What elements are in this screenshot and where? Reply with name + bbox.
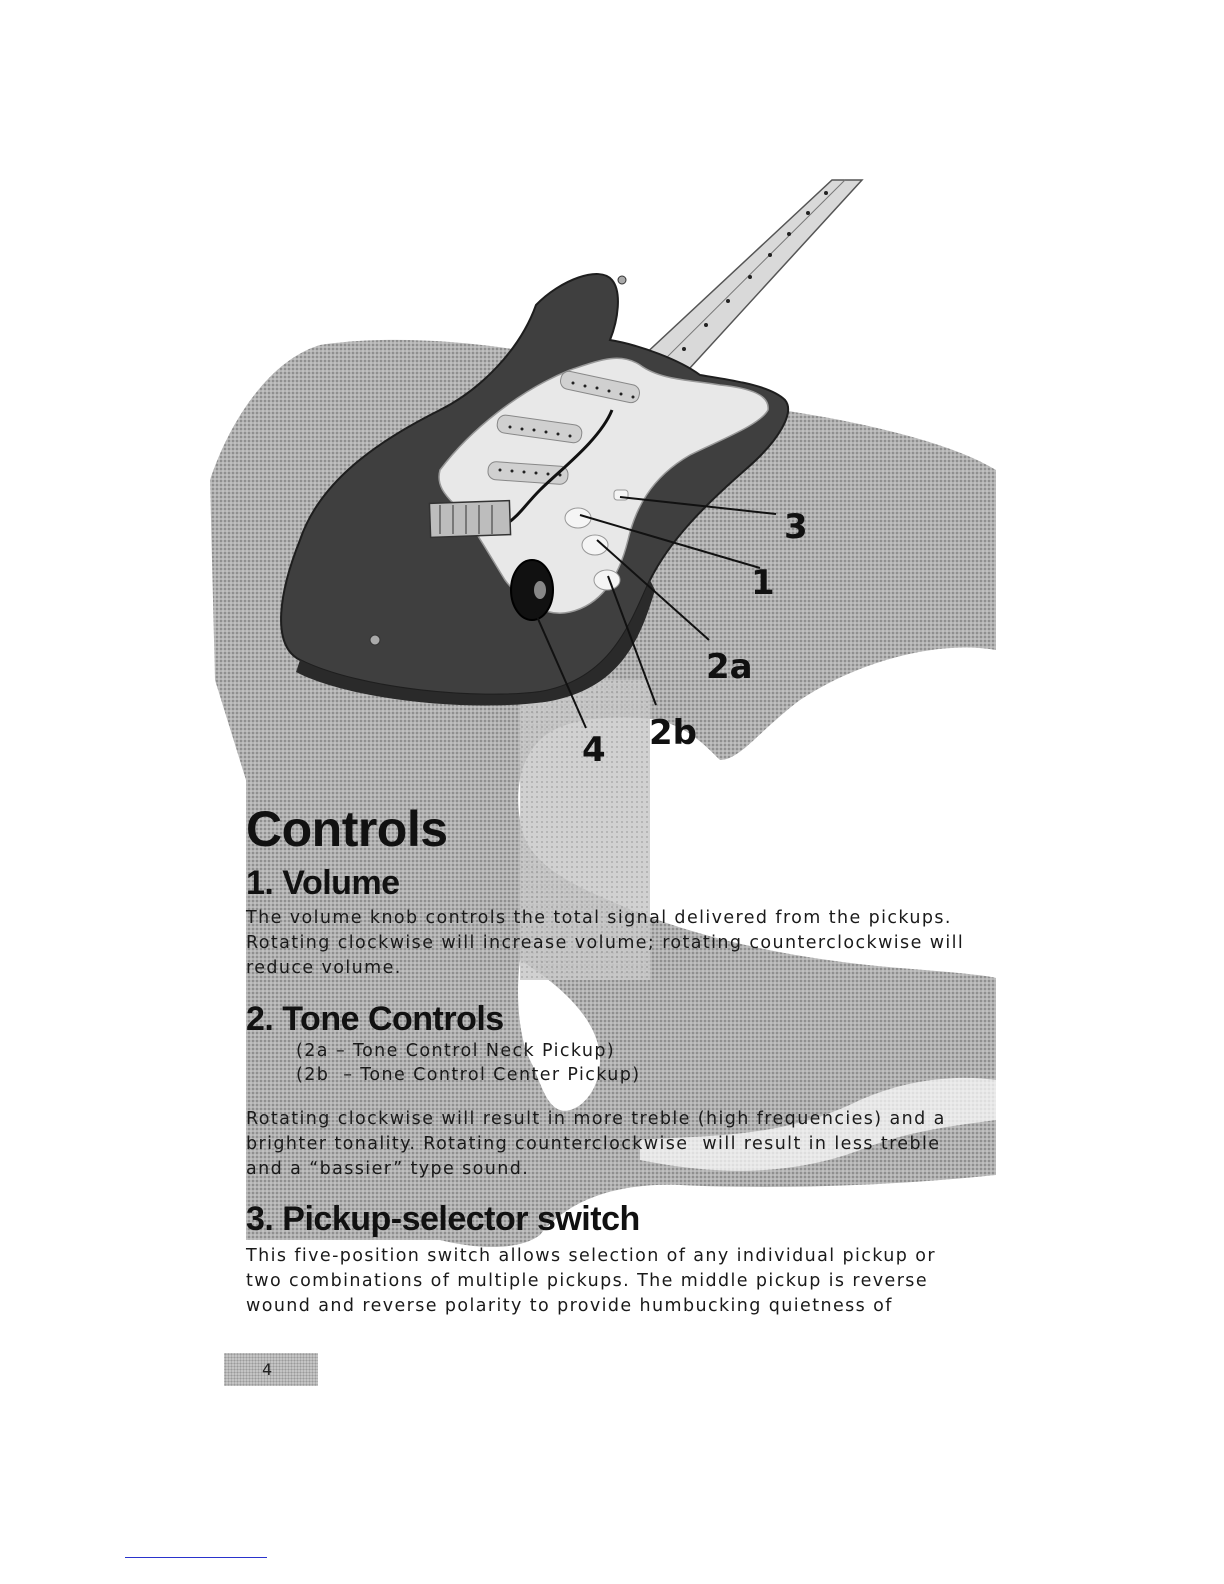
bridge — [428, 499, 512, 539]
output-jack — [510, 559, 554, 621]
section-heading-pickup: 3. Pickup-selector switch — [246, 1200, 640, 1238]
callout-1: 1 — [751, 563, 775, 603]
callout-2a: 2a — [706, 647, 753, 687]
tone-knob-neck — [581, 534, 609, 556]
section-heading-volume: 1. Volume — [246, 864, 400, 902]
paragraph-line: and a “bassier” type sound. — [246, 1159, 530, 1179]
page-number: 4 — [262, 1360, 273, 1379]
paragraph-line: Rotating clockwise will result in more t… — [246, 1109, 946, 1129]
paragraph-line: Rotating clockwise will increase volume;… — [246, 933, 965, 953]
tone-knob-center — [593, 569, 621, 591]
paragraph-line: This five-position switch allows selecti… — [246, 1246, 936, 1266]
paragraph-line: The volume knob controls the total signa… — [246, 908, 952, 928]
page-number-box — [224, 1353, 318, 1386]
tone-subnote: (2a – Tone Control Neck Pickup) — [296, 1041, 616, 1061]
tone-subnote: (2b – Tone Control Center Pickup) — [296, 1065, 641, 1085]
page-title: Controls — [246, 801, 448, 857]
section-heading-tone: 2. Tone Controls — [246, 1000, 504, 1038]
paragraph-line: wound and reverse polarity to provide hu… — [246, 1296, 893, 1316]
callout-3: 3 — [784, 507, 808, 547]
callout-4: 4 — [582, 730, 606, 770]
callout-2b: 2b — [649, 713, 697, 753]
footer-rule — [125, 1557, 267, 1558]
paragraph-line: brighter tonality. Rotating counterclock… — [246, 1134, 941, 1154]
paragraph-line: reduce volume. — [246, 958, 402, 978]
paragraph-line: two combinations of multiple pickups. Th… — [246, 1271, 928, 1291]
